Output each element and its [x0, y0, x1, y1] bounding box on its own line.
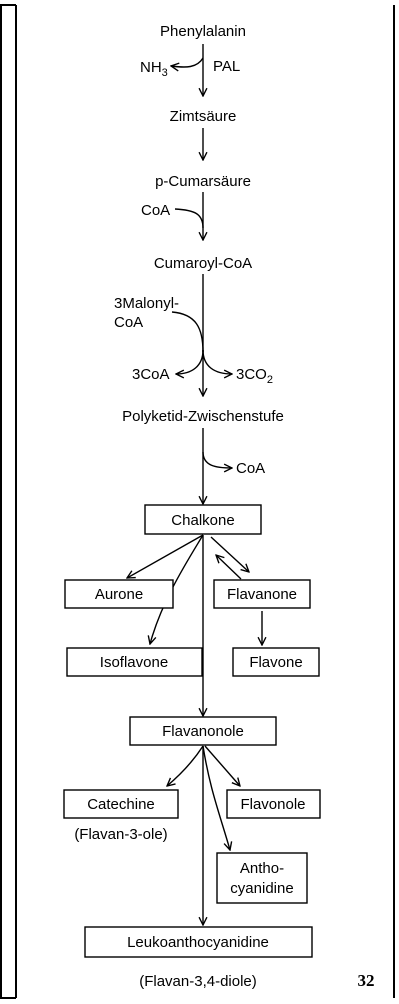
- chalkone-box: [144, 504, 262, 535]
- malonyl-label-line1: 3Malonyl-: [114, 295, 179, 312]
- arrow-chalkone-flavanone: [210, 536, 249, 572]
- leukoanthocyanidine-box: [84, 926, 313, 958]
- coa-in-label: CoA: [141, 202, 170, 219]
- flavone-label: Flavone: [249, 654, 302, 671]
- arrow-3co2-release: [202, 349, 232, 374]
- arrow-coa-release: [202, 451, 232, 468]
- leukoanthocyanidine-label: Leukoanthocyanidine: [127, 934, 269, 951]
- arrow-coa-uptake: [174, 208, 204, 229]
- arrow-chalkone-isoflavone: [150, 534, 204, 644]
- catechine-note: (Flavan-3-ole): [74, 826, 167, 843]
- pal-label: PAL: [213, 58, 240, 75]
- page-frame: [0, 4, 395, 999]
- anthocyanidine-label-line2: cyanidine: [230, 880, 293, 897]
- p-cumarsaeure-label: p-Cumarsäure: [155, 173, 251, 190]
- arrow-malonyl-uptake: [171, 311, 204, 353]
- co2-subscript: 2: [267, 374, 273, 386]
- flavonole-box: [226, 789, 321, 819]
- anthocyanidine-label-line1: Antho-: [240, 860, 284, 877]
- flavanone-label: Flavanone: [227, 586, 297, 603]
- chalkone-label: Chalkone: [171, 512, 234, 529]
- arrow-nh3-release: [171, 57, 204, 67]
- compound-boxes: [63, 504, 321, 958]
- side-reactions: [171, 57, 232, 468]
- anthocyanidine-box: [216, 852, 308, 904]
- 3co2-label: 3CO2: [236, 366, 273, 386]
- nh3-label: NH3: [140, 59, 168, 79]
- isoflavone-box: [66, 647, 203, 677]
- catechine-label: Catechine: [87, 796, 155, 813]
- zimtsaeure-label: Zimtsäure: [170, 108, 237, 125]
- page-number: 32: [358, 971, 375, 990]
- aurone-label: Aurone: [95, 586, 143, 603]
- phenylalanin-label: Phenylalanin: [160, 23, 246, 40]
- co2-main: 3CO: [236, 366, 267, 383]
- arrow-flavanonole-anthocyanidine: [202, 745, 230, 850]
- catechine-box: [63, 789, 179, 819]
- malonyl-label-line2: CoA: [114, 314, 143, 331]
- flavone-box: [232, 647, 320, 677]
- polyketid-label: Polyketid-Zwischenstufe: [122, 408, 284, 425]
- flavanone-box: [213, 579, 311, 609]
- isoflavone-label: Isoflavone: [100, 654, 168, 671]
- flavanonole-box: [129, 716, 277, 746]
- cumaroyl-coa-label: Cumaroyl-CoA: [154, 255, 252, 272]
- leukoanthocyanidine-note: (Flavan-3,4-diole): [139, 973, 257, 990]
- arrow-3coa-release: [176, 349, 204, 374]
- flavanonole-branches: [167, 745, 240, 925]
- arrow-flavanone-chalkone: [216, 555, 242, 580]
- aurone-box: [64, 579, 174, 609]
- labels: Phenylalanin NH3 PAL Zimtsäure p-Cumarsä…: [74, 23, 374, 990]
- flavanonole-label: Flavanonole: [162, 723, 244, 740]
- nh3-main: NH: [140, 59, 162, 76]
- flavonole-label: Flavonole: [240, 796, 305, 813]
- nh3-subscript: 3: [162, 67, 168, 79]
- arrow-flavanonole-catechine: [167, 745, 204, 786]
- coa-out-label: CoA: [236, 460, 265, 477]
- chalkone-branches: [127, 534, 262, 716]
- 3coa-label: 3CoA: [132, 366, 170, 383]
- arrow-flavanonole-flavonole: [204, 745, 240, 786]
- arrow-chalkone-aurone: [127, 534, 204, 578]
